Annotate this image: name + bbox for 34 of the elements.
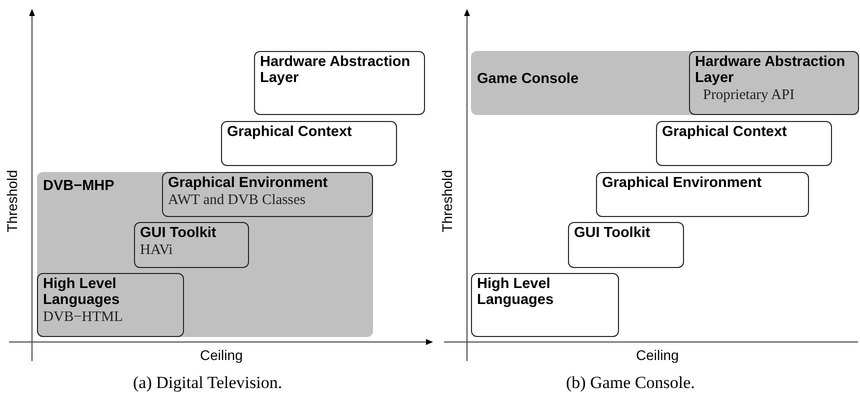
layer-title: Graphical Environment xyxy=(602,175,762,191)
group-title: DVB−MHP xyxy=(43,178,114,194)
layer-box xyxy=(221,121,397,166)
layer-title: GUI Toolkit xyxy=(574,225,650,241)
layer-title: Graphical Context xyxy=(662,124,787,140)
layer-box xyxy=(568,222,684,268)
layer-box xyxy=(471,273,619,337)
layer-box xyxy=(254,51,425,115)
axis-label: Ceiling xyxy=(636,347,679,363)
layer-box xyxy=(689,51,859,115)
axis-label: Threshold xyxy=(439,170,455,232)
group-title: Game Console xyxy=(477,71,579,87)
figure-caption: (b) Game Console. xyxy=(566,373,695,393)
layer-box xyxy=(596,172,809,217)
layer-box xyxy=(37,273,184,337)
layer-title: Hardware Abstraction Layer xyxy=(695,54,846,86)
figure-caption: (a) Digital Television. xyxy=(133,373,282,393)
layer-subtitle: AWT and DVB Classes xyxy=(168,191,306,209)
layer-title: Graphical Context xyxy=(227,124,352,140)
layer-box xyxy=(162,172,373,217)
layer-title: Graphical Environment xyxy=(168,175,328,191)
axis-label: Ceiling xyxy=(200,347,243,363)
group-band xyxy=(471,51,859,115)
group-band xyxy=(37,172,373,337)
layer-box xyxy=(656,121,832,166)
layer-title: High Level Languages xyxy=(43,276,121,308)
layer-subtitle: HAVi xyxy=(140,241,173,259)
layer-title: Hardware Abstraction Layer xyxy=(260,54,412,86)
layer-box xyxy=(134,222,249,268)
layer-title: GUI Toolkit xyxy=(140,225,216,241)
axis-label: Threshold xyxy=(4,170,20,232)
layer-title: High Level Languages xyxy=(477,276,555,308)
layer-subtitle: Proprietary API xyxy=(702,86,794,104)
layer-subtitle: DVB−HTML xyxy=(43,308,123,326)
